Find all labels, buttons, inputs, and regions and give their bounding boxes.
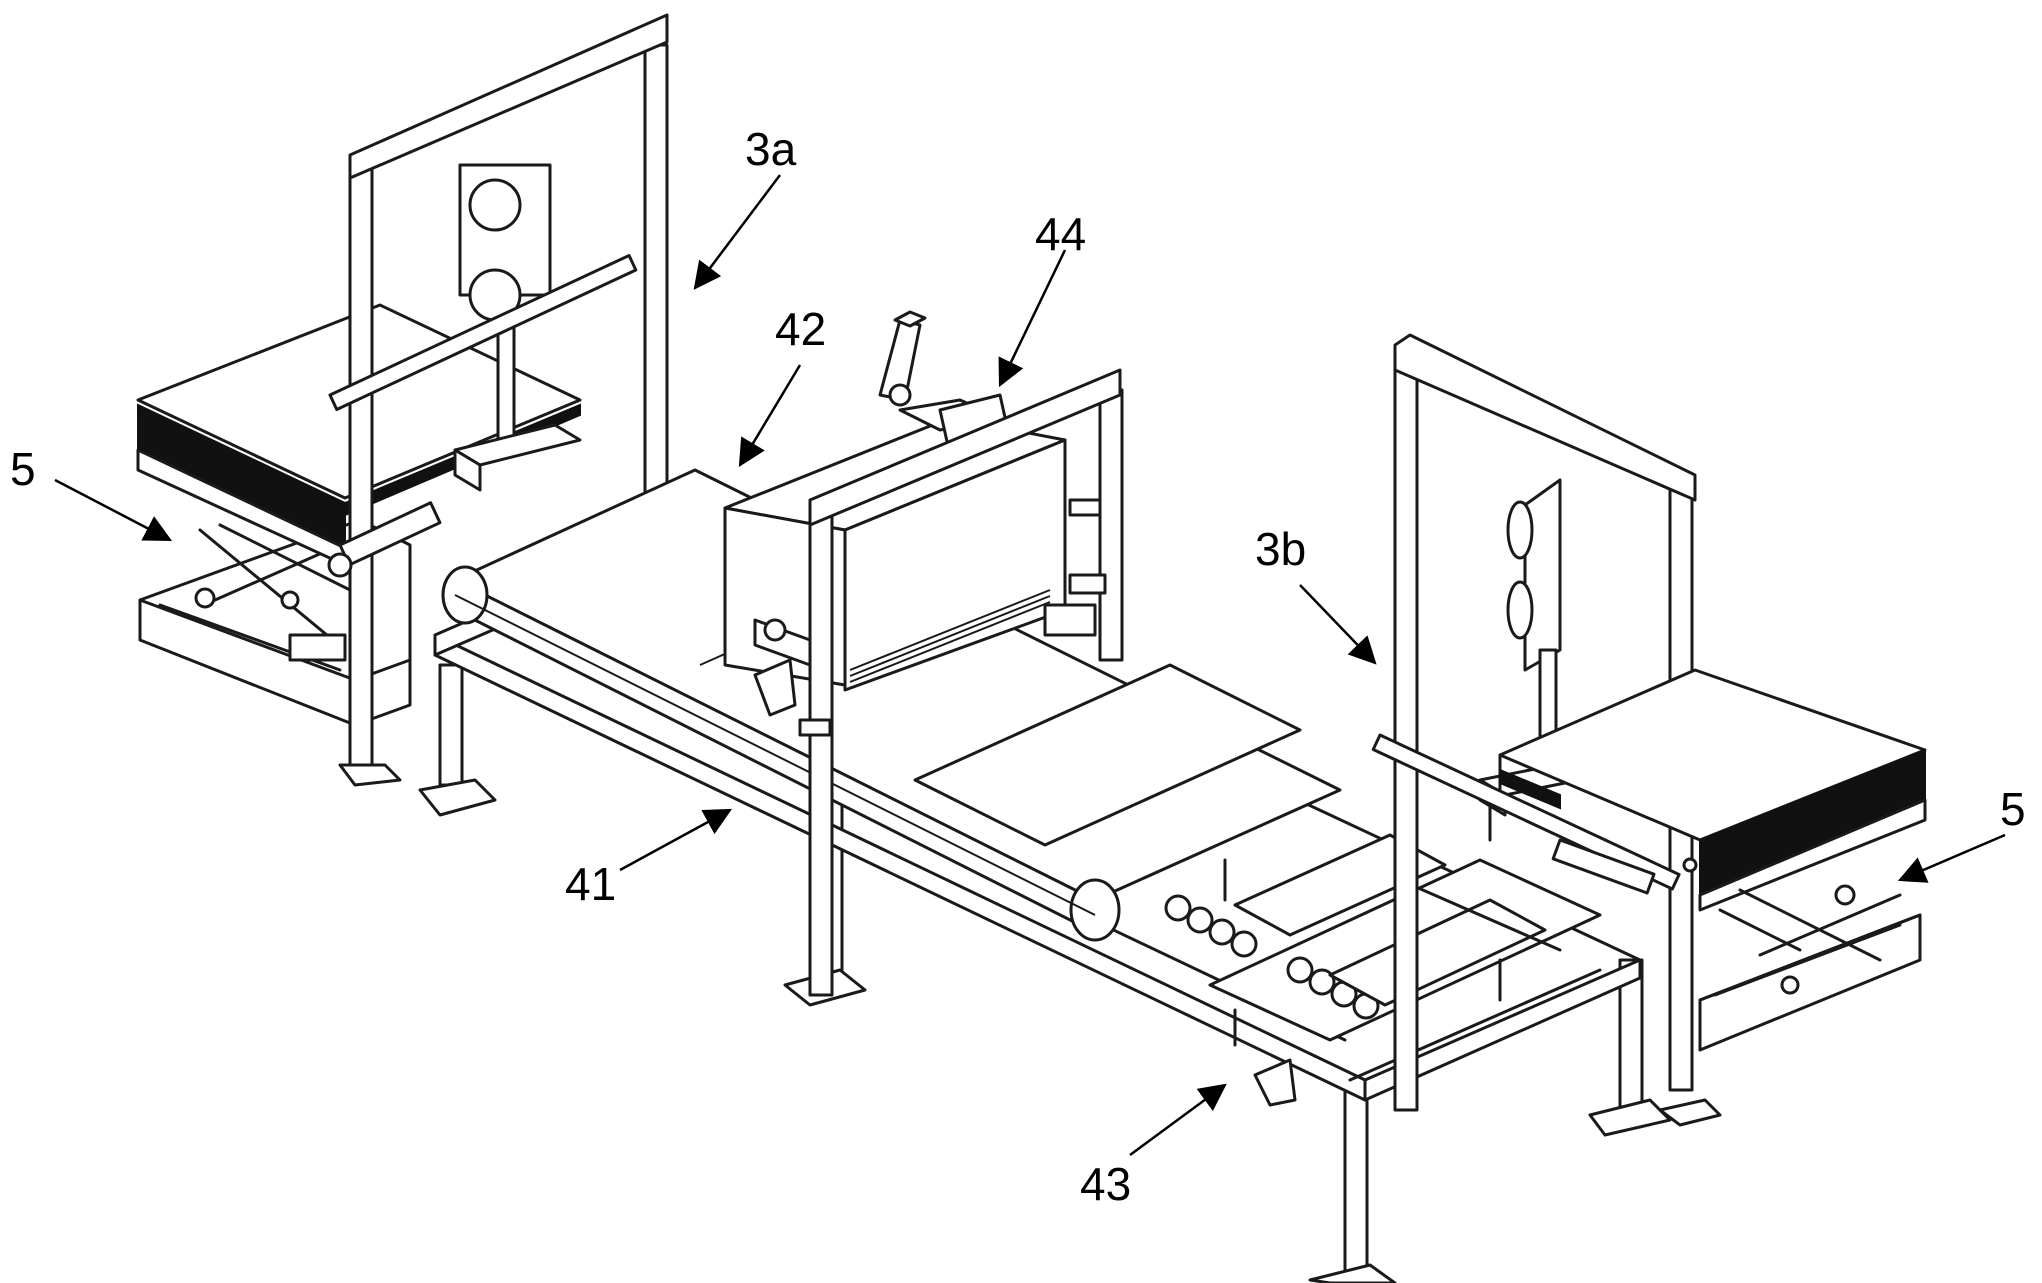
label-5-left: 5 [10,443,36,495]
label-3a: 3a [745,123,797,175]
reference-labels: 5 3a 44 42 3b 5 41 43 [10,123,2026,1210]
label-42: 42 [775,303,826,355]
callout-arrows [54,174,2006,1157]
label-41: 41 [565,858,616,910]
middle-gantry-frame [798,368,1124,997]
label-3b: 3b [1255,523,1306,575]
label-43: 43 [1080,1158,1131,1210]
frame-3b [1371,333,1722,1127]
label-5-right: 5 [2000,783,2026,835]
label-44: 44 [1035,208,1086,260]
right-lift-table [1498,668,1927,1052]
frame-3a [327,13,669,787]
belt-conveyor-41 [441,468,1342,942]
